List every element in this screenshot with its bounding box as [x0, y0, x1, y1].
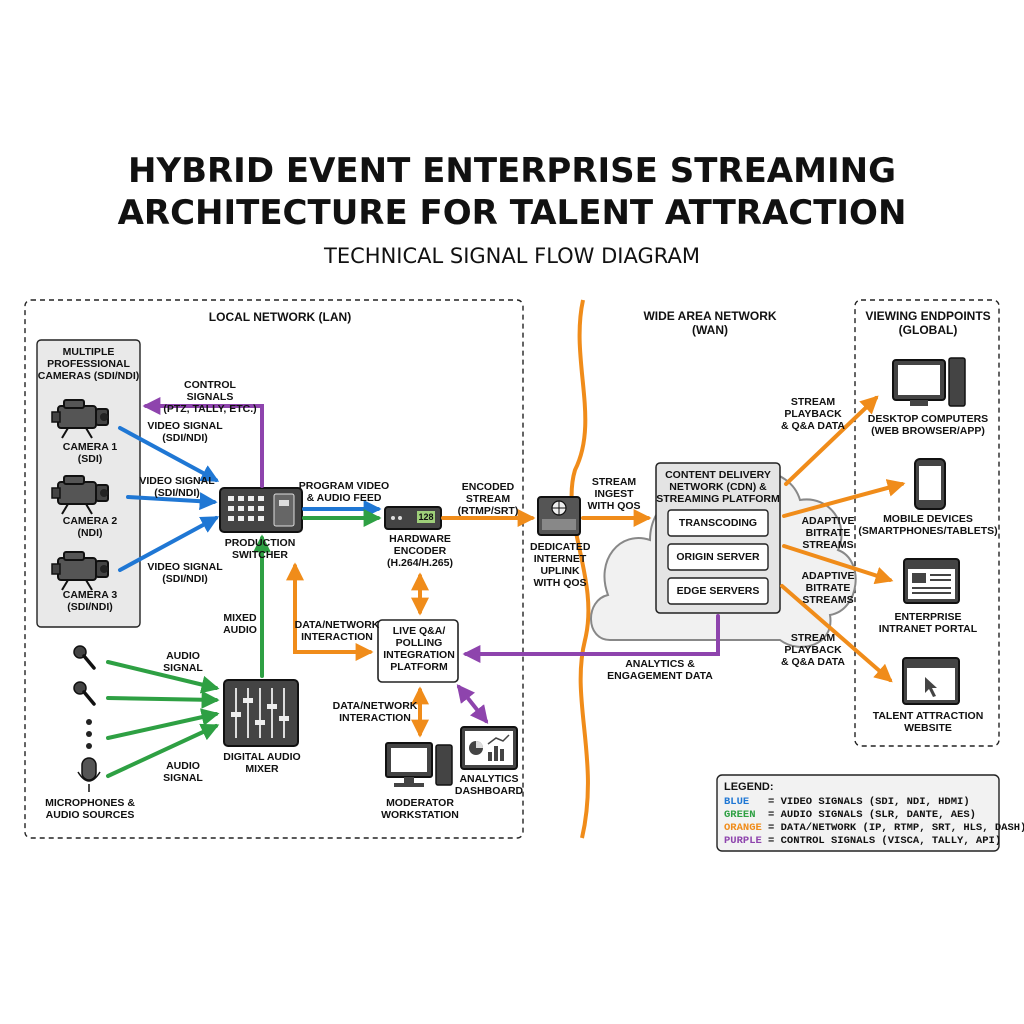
phone-icon [914, 458, 946, 510]
desktop-label: DESKTOP COMPUTERS (WEB BROWSER/APP) [867, 413, 989, 437]
legend-key-green: GREEN [724, 809, 756, 821]
adaptive-bitrate-label-1: ADAPTIVE BITRATE STREAMS [801, 515, 855, 551]
website-label: TALENT ATTRACTION WEBSITE [872, 710, 984, 734]
browser-icon [903, 558, 960, 604]
edge-to-intranet [782, 544, 894, 585]
edge-to-website [780, 584, 893, 683]
control-signals-label: CONTROL SIGNALS (PTZ, TALLY, etc.) [163, 379, 257, 415]
analytics-data-label: ANALYTICS & ENGAGEMENT DATA [607, 658, 713, 682]
edge-audio-2 [106, 690, 220, 709]
camera-group-label: MULTIPLE PROFESSIONAL CAMERAS (SDI/NDI) [37, 346, 140, 382]
edge-servers-label: EDGE SERVERS [676, 585, 760, 597]
mixer-label: DIGITAL AUDIO MIXER [223, 751, 301, 775]
legend-title: LEGEND: [724, 781, 774, 793]
adaptive-bitrate-label-2: ADAPTIVE BITRATE STREAMS [801, 570, 855, 606]
camera-1-label: CAMERA 1 (SDI) [62, 441, 118, 465]
program-feed-label: PROGRAM VIDEO & AUDIO FEED [298, 480, 390, 504]
legend-key-purple: PURPLE [724, 835, 762, 847]
legend-key-blue: BLUE [724, 796, 750, 808]
edge-qa-analytics [456, 684, 489, 724]
legend-box [716, 774, 1000, 852]
video-signal-label-3: VIDEO SIGNAL (SDI/NDI) [147, 561, 223, 585]
legend-desc-blue: = VIDEO SIGNALS (SDI, NDI, HDMI) [768, 796, 970, 808]
edge-control-signals [142, 397, 264, 488]
origin-server-box [667, 543, 769, 571]
lan-zone-border [24, 299, 524, 839]
transcoding-label: TRANSCODING [678, 517, 758, 529]
microphone-icon [77, 757, 101, 792]
legend-key-orange: ORANGE [724, 822, 762, 834]
edge-camera3-video [118, 516, 220, 572]
cursor-icon [925, 677, 937, 697]
camera-2-label: CAMERA 2 (NDI) [62, 515, 118, 539]
analytics-label: ANALYTICS DASHBOARD [454, 773, 524, 797]
diagram-title-line-2: ARCHITECTURE FOR TALENT ATTRACTION [117, 193, 907, 233]
legend-desc-purple: = CONTROL SIGNALS (VISCA, TALLY, API) [768, 835, 1002, 847]
audio-signal-label-1: AUDIO SIGNAL [163, 650, 203, 674]
edge-audio-3 [106, 708, 220, 740]
edge-to-desktop [784, 395, 879, 486]
audio-signal-label-2: AUDIO SIGNAL [163, 760, 203, 784]
dashboard-icon [460, 726, 518, 770]
browser-icon [902, 657, 960, 705]
encoded-stream-label: ENCODED STREAM (RTMP/SRT) [457, 481, 519, 517]
zone-label-lan: LOCAL NETWORK (LAN) [208, 310, 352, 324]
encoder-display-text: 128 [418, 512, 434, 522]
qa-platform-box [377, 619, 459, 683]
desktop-icon [892, 357, 966, 407]
edge-camera2-video [126, 492, 218, 511]
diagram-title-line-1: HYBRID EVENT ENTERPRISE STREAMING [128, 151, 896, 191]
encoder-icon [384, 506, 442, 530]
edge-audio-1 [106, 660, 220, 694]
edge-data-interaction-switcher [286, 562, 374, 661]
wan-boundary-line [569, 299, 591, 839]
transcoding-box [667, 509, 769, 537]
intranet-label: ENTERPRISE INTRANET PORTAL [878, 611, 978, 635]
data-interaction-label-1: DATA/NETWORK INTERACTION [294, 619, 380, 643]
video-signal-label-1: VIDEO SIGNAL (SDI/NDI) [147, 420, 223, 444]
legend-desc-orange: = DATA/NETWORK (IP, RTMP, SRT, HLS, DASH… [768, 822, 1024, 834]
endpoints-zone-border [854, 299, 1000, 747]
legend-desc-green: = AUDIO SIGNALS (SLR, DANTE, AES) [768, 809, 976, 821]
stream-playback-label-1: STREAM PLAYBACK & Q&A DATA [781, 396, 845, 432]
switcher-icon [219, 487, 303, 533]
mixed-audio-label: MIXED AUDIO [223, 612, 257, 636]
diagram-subtitle: TECHNICAL SIGNAL FLOW DIAGRAM [324, 244, 700, 268]
cdn-box [655, 462, 781, 614]
mobile-label: MOBILE DEVICES (SMARTPHONES/TABLETS) [858, 513, 998, 537]
zone-label-endpoints: VIEWING ENDPOINTS (GLOBAL) [865, 309, 991, 337]
edge-analytics-data [462, 614, 720, 663]
zone-label-wan: WIDE AREA NETWORK (WAN) [643, 309, 777, 337]
microphones-label: MICROPHONES & AUDIO SOURCES [45, 797, 135, 821]
edge-audio-4 [106, 723, 220, 778]
stream-ingest-label: STREAM INGEST WITH QoS [587, 476, 641, 512]
camera-3-label: CAMERA 3 (SDI/NDI) [62, 589, 118, 613]
switcher-label: PRODUCTION SWITCHER [224, 537, 296, 561]
cdn-title: CONTENT DELIVERY NETWORK (CDN) & STREAMI… [656, 469, 780, 505]
video-signal-label-2: VIDEO SIGNAL (SDI/NDI) [139, 475, 215, 499]
qa-platform-label: LIVE Q&A/ POLLING INTEGRATION PLATFORM [383, 625, 455, 673]
origin-server-label: ORIGIN SERVER [676, 551, 760, 563]
uplink-label: DEDICATED INTERNET UPLINK WITH QoS [530, 541, 591, 589]
monitor-icon [385, 742, 453, 787]
globe-icon [537, 496, 581, 536]
mixer-icon [223, 679, 299, 747]
edge-to-mobile [782, 479, 906, 518]
data-interaction-label-2: DATA/NETWORK INTERACTION [332, 700, 418, 724]
moderator-label: MODERATOR WORKSTATION [381, 797, 459, 821]
encoder-label: HARDWARE ENCODER (H.264/H.265) [387, 533, 453, 569]
edge-camera1-video [118, 426, 220, 482]
signal-edges [106, 395, 906, 778]
edge-servers-box [667, 577, 769, 605]
stream-playback-label-2: STREAM PLAYBACK & Q&A DATA [781, 632, 845, 668]
microphone-icon [72, 644, 96, 670]
microphone-icon [72, 680, 96, 706]
